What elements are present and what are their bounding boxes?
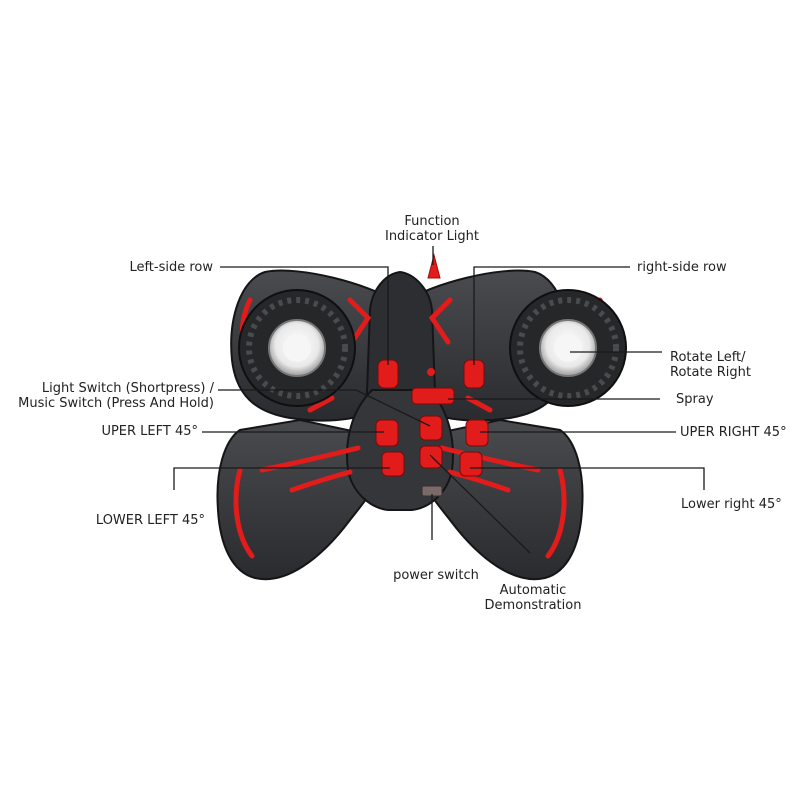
label-spray: Spray bbox=[676, 392, 714, 407]
label-uper-right-45: UPER RIGHT 45° bbox=[680, 425, 787, 440]
leader-right-side-row bbox=[473, 266, 630, 365]
label-left-side-row: Left-side row bbox=[129, 260, 213, 275]
label-right-side-row: right-side row bbox=[637, 260, 727, 275]
leader-lower-left bbox=[173, 467, 390, 490]
accent-left-wing-low bbox=[307, 395, 335, 413]
leader-lower-right bbox=[470, 467, 705, 490]
automatic-demo-button[interactable] bbox=[419, 445, 443, 469]
label-rotate: Rotate Left/ Rotate Right bbox=[670, 350, 751, 380]
accent-left-wing bbox=[347, 297, 372, 345]
uper-left-45-button[interactable] bbox=[375, 419, 399, 447]
accent-left-grip-outer bbox=[233, 467, 255, 559]
lower-right-45-button[interactable] bbox=[459, 451, 483, 477]
label-lower-left-45: LOWER LEFT 45° bbox=[95, 513, 205, 528]
label-automatic-demo: Automatic Demonstration bbox=[484, 583, 582, 613]
label-lower-right-45: Lower right 45° bbox=[681, 497, 782, 512]
accent-right-wing bbox=[428, 297, 453, 345]
accent-left-grip-lower bbox=[289, 469, 353, 493]
buttons[interactable] bbox=[375, 359, 489, 497]
light-switch-button[interactable] bbox=[419, 415, 443, 441]
label-function-indicator-light: Function Indicator Light bbox=[384, 214, 480, 244]
left-joystick[interactable] bbox=[238, 289, 356, 407]
label-light-switch: Light Switch (Shortpress) / Music Switch… bbox=[18, 381, 214, 411]
indicator-dot bbox=[427, 368, 435, 376]
accent-right-grip-outer bbox=[545, 467, 567, 559]
label-power-switch: power switch bbox=[393, 568, 479, 583]
lower-left-45-button[interactable] bbox=[381, 451, 405, 477]
accent-right-wing-low bbox=[465, 395, 493, 413]
leader-left-side-row bbox=[220, 266, 389, 365]
leader-lines bbox=[173, 246, 705, 554]
leader-automatic-demo bbox=[429, 454, 531, 554]
label-uper-left-45: UPER LEFT 45° bbox=[101, 424, 198, 439]
accent-right-grip-lower bbox=[447, 469, 511, 493]
spray-button[interactable] bbox=[411, 387, 455, 405]
function-indicator-light bbox=[427, 253, 441, 279]
leader-light-switch bbox=[218, 389, 431, 427]
uper-right-45-button[interactable] bbox=[465, 419, 489, 447]
right-joystick[interactable] bbox=[509, 289, 627, 407]
